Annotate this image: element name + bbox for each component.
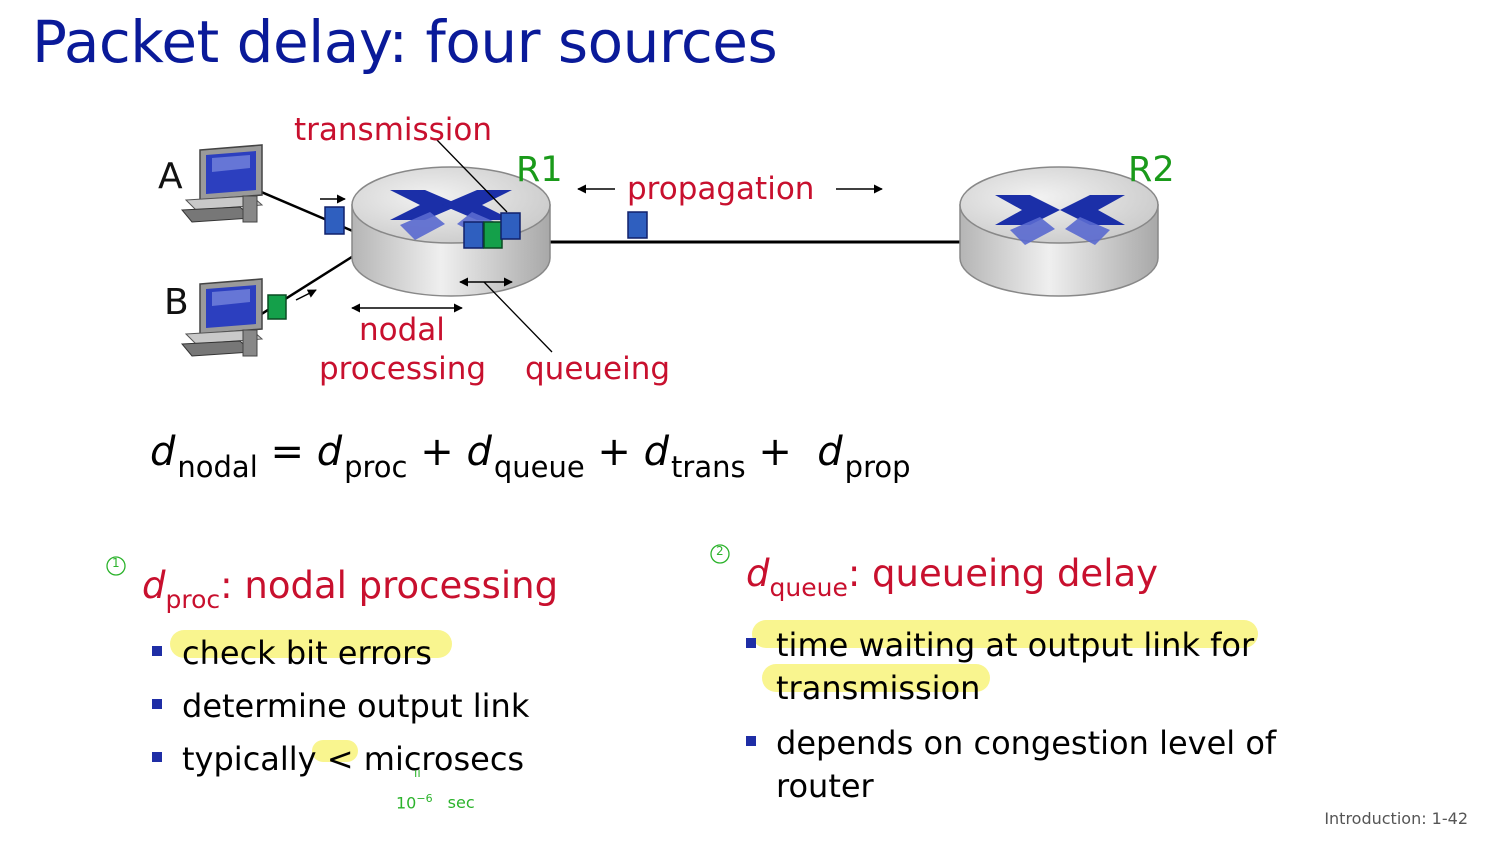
highlight-less-than [312,740,358,762]
list-item: time waiting at output link for transmis… [746,624,1296,710]
slide-footer: Introduction: 1-42 [1324,809,1468,828]
host-b-label: B [164,282,189,323]
bullet-square-icon [152,699,162,709]
queue-column: dqueue: queueing delay time waiting at o… [746,550,1306,808]
bullet-square-icon [746,736,756,746]
propagation-label: propagation [627,171,815,207]
router-r2-icon [959,166,1159,297]
proc-heading: dproc: nodal processing [142,564,559,614]
queue-bullet-list: time waiting at output link for transmis… [746,624,1306,808]
handwritten-number-1: 1 [112,556,120,570]
handwritten-note: 10−6 sec [396,792,475,813]
nodal-label: nodal [359,312,445,348]
bullet-square-icon [152,752,162,762]
list-item: typically < microsecs [152,738,558,781]
host-b-computer-icon [180,278,264,357]
packet-queue-1 [463,221,484,249]
processing-label: processing [319,351,487,387]
packet-a-incoming [324,206,345,235]
list-item: determine output link [152,685,558,728]
list-item: check bit errors [152,632,558,675]
handwritten-equals-mark: ıı [414,766,421,780]
router-r2-label: R2 [1128,150,1175,190]
handwritten-circle-1-icon [106,556,126,576]
highlight-time-waiting [752,620,1258,648]
proc-column: dproc: nodal processing check bit errors… [142,562,558,781]
highlight-check-bit-errors [170,630,452,658]
transmission-label: transmission [294,112,493,148]
nodal-delay-formula: dnodal = dproc + dqueue + dtrans + dprop [150,429,911,484]
slide-title: Packet delay: four sources [32,8,778,76]
queueing-pointer [483,281,553,353]
packet-b-incoming [267,294,287,320]
bullet-square-icon [152,646,162,656]
bullet-square-icon [746,638,756,648]
router-r1-label: R1 [516,150,563,190]
handwritten-circle-2-icon [710,544,730,564]
transmission-pointer [436,139,508,213]
queueing-label: queueing [525,351,671,387]
host-a-computer-icon [180,144,264,223]
packet-queue-2 [483,221,503,249]
packet-propagating [627,211,648,239]
proc-bullet-list: check bit errors determine output link t… [152,632,558,781]
handwritten-number-2: 2 [716,544,724,558]
list-item: depends on congestion level of router [746,722,1296,808]
queue-heading: dqueue: queueing delay [746,552,1159,602]
highlight-transmission [762,664,990,692]
host-a-label: A [158,156,183,197]
packet-transmitting [500,212,521,240]
